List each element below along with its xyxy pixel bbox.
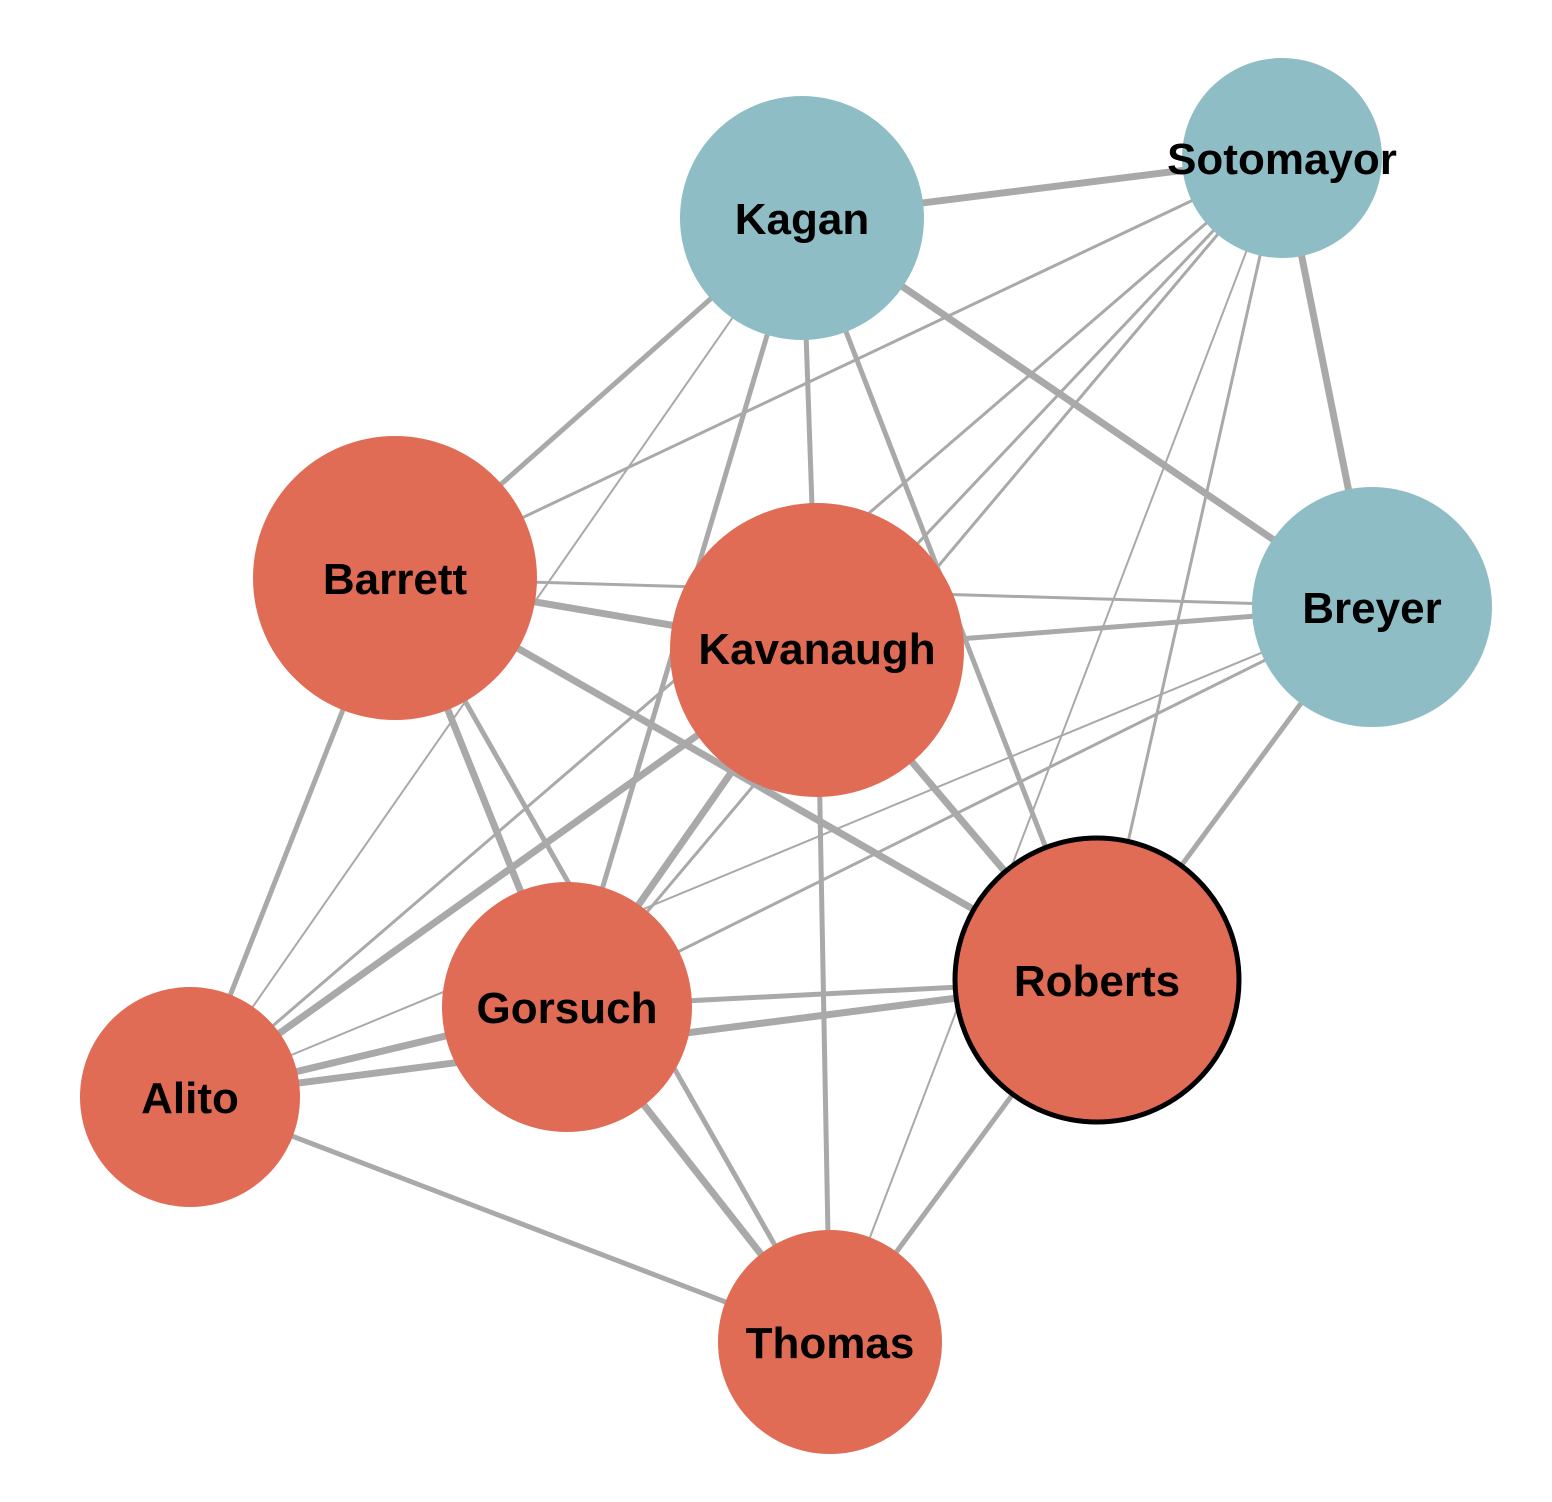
node-breyer[interactable]: Breyer [1252,487,1492,727]
edge-breyer-gorsuch [566,605,1373,1009]
node-circle-kagan[interactable] [680,96,924,340]
node-label-alito: Alito [141,1074,239,1123]
node-circle-kavanaugh[interactable] [670,503,964,797]
node-label-kavanaugh: Kavanaugh [698,625,935,674]
node-kagan[interactable]: Kagan [680,96,924,340]
edge-sotomayor-barrett [394,156,1283,580]
edge-breyer-alito [189,606,1373,1098]
node-thomas[interactable]: Thomas [718,1230,942,1454]
node-gorsuch[interactable]: Gorsuch [442,882,692,1132]
node-circle-roberts[interactable] [952,835,1242,1125]
node-circle-gorsuch[interactable] [442,882,692,1132]
node-label-roberts: Roberts [1014,957,1180,1006]
node-label-kagan: Kagan [735,195,869,244]
node-label-breyer: Breyer [1302,584,1441,633]
node-circle-breyer[interactable] [1252,487,1492,727]
node-circle-alito[interactable] [80,987,300,1207]
node-circle-sotomayor[interactable] [1182,58,1382,258]
edge-alito-thomas [189,1094,831,1345]
node-label-sotomayor: Sotomayor [1167,135,1397,184]
edge-sotomayor-thomas [829,157,1283,1343]
node-label-thomas: Thomas [746,1319,915,1368]
node-circle-thomas[interactable] [718,1230,942,1454]
node-circle-barrett[interactable] [253,436,537,720]
node-roberts[interactable]: Roberts [952,835,1242,1125]
node-sotomayor[interactable]: Sotomayor [1167,58,1397,258]
node-alito[interactable]: Alito [80,987,300,1207]
node-kavanaugh[interactable]: Kavanaugh [670,503,964,797]
node-label-gorsuch: Gorsuch [477,984,658,1033]
node-label-barrett: Barrett [323,555,468,604]
node-barrett[interactable]: Barrett [253,436,537,720]
